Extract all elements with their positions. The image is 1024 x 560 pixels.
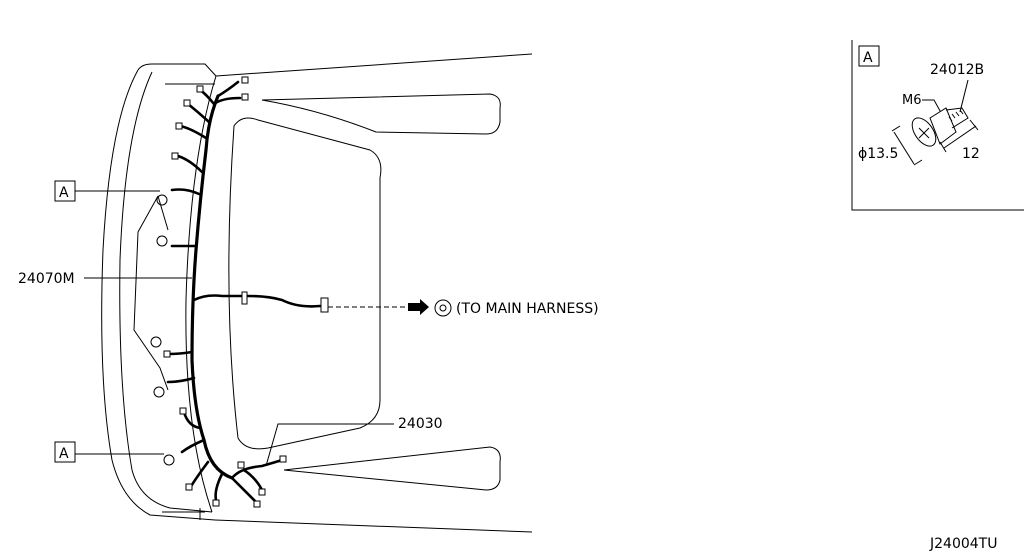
mounting-hole (153, 386, 165, 398)
harness-branch (166, 376, 196, 384)
connector (212, 499, 220, 507)
callout-a-lower: A (54, 441, 164, 463)
part-callout-24030: 24030 (265, 416, 443, 467)
circled-a-icon (434, 299, 452, 317)
connector (279, 455, 287, 463)
trunk-lid-outline (228, 93, 501, 491)
connector (171, 152, 179, 160)
harness-part-label: 24070M (18, 271, 75, 287)
mounting-hole (163, 454, 175, 466)
harness-branch (214, 472, 224, 502)
mounting-hole (156, 235, 168, 247)
main-harness-note: (TO MAIN HARNESS) (456, 301, 599, 317)
connector (163, 350, 171, 358)
connector (175, 122, 183, 130)
harness-connectors (163, 76, 329, 508)
callout-a-label: A (59, 446, 69, 462)
connector (237, 461, 245, 469)
drawing-code: J24004TU (929, 536, 997, 552)
bolt-diameter-label: ϕ13.5 (858, 146, 898, 162)
connector (241, 93, 249, 101)
harness-branch (230, 458, 284, 480)
harness-branch (212, 96, 242, 106)
connector (253, 500, 261, 508)
rear-body-outline (101, 53, 533, 533)
harness-branch (242, 468, 264, 492)
detail-a-panel: A 24012B M6 ϕ13.5 12 (851, 40, 1024, 211)
mounting-hole (156, 194, 168, 206)
arrow-right-icon (408, 299, 429, 315)
wire-harness-24070M (166, 80, 322, 504)
connector (179, 407, 187, 415)
connector (258, 488, 266, 496)
bolt-part-label: 24012B (930, 62, 984, 78)
harness-branch (216, 80, 240, 98)
part-callout-24070M: 24070M (18, 271, 192, 287)
harness-to-main (246, 294, 322, 308)
callout-a-label: A (59, 185, 69, 201)
bolt-icon (911, 107, 969, 147)
connector (196, 85, 204, 93)
connector (241, 291, 248, 305)
harness-trunk (190, 94, 234, 480)
bolt-length-label: 12 (962, 146, 980, 162)
connector (241, 76, 249, 84)
bracket-part-label: 24030 (398, 416, 443, 432)
connector (183, 99, 191, 107)
bolt-thread-label: M6 (902, 93, 922, 108)
mounting-hole (150, 336, 162, 348)
harness-branch (170, 188, 201, 196)
harness-branch (180, 438, 206, 454)
connector (185, 483, 193, 491)
connector (320, 297, 329, 313)
harness-branch (166, 350, 194, 356)
detail-a-label: A (863, 50, 873, 66)
harness-branch (230, 476, 258, 504)
harness-branch (176, 154, 204, 174)
callout-a-upper: A (54, 180, 160, 202)
harness-branch (192, 294, 246, 302)
mounting-holes (150, 194, 175, 466)
